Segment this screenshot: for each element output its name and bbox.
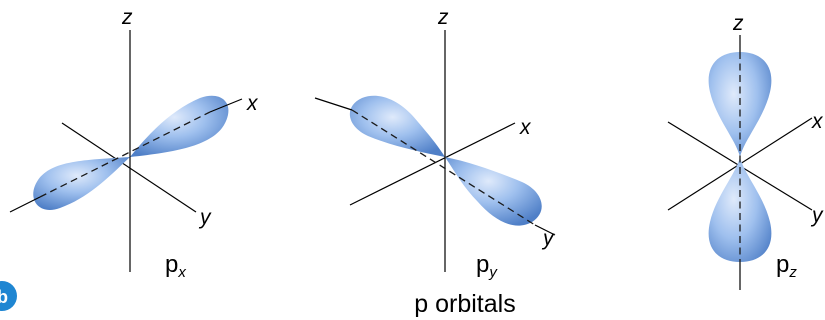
px-x-label: x bbox=[246, 92, 259, 115]
py-lobe-negative bbox=[349, 95, 445, 157]
py-x-label: x bbox=[519, 116, 532, 139]
pz-lobe-negative bbox=[708, 157, 772, 262]
panel-badge: b bbox=[0, 281, 17, 311]
panel-px: z x y px bbox=[9, 6, 259, 281]
py-z-label: z bbox=[437, 6, 449, 29]
py-y-axis-dashed bbox=[351, 109, 536, 226]
py-x-axis bbox=[349, 122, 516, 206]
px-y-label: y bbox=[198, 206, 212, 229]
pz-x-label: x bbox=[811, 110, 824, 133]
px-lobe-positive bbox=[130, 95, 229, 157]
panel-pz: z x y pz bbox=[667, 12, 824, 290]
px-orbital-label: px bbox=[165, 251, 186, 281]
badge-circle bbox=[0, 281, 17, 311]
py-y-axis-end bbox=[534, 224, 556, 236]
pz-z-label: z bbox=[732, 12, 744, 35]
diagram-caption: p orbitals bbox=[414, 290, 515, 318]
panel-py: z x y py bbox=[314, 6, 556, 281]
py-y-axis-start bbox=[314, 97, 353, 111]
py-lobe-positive bbox=[445, 157, 542, 226]
px-x-axis-dashed bbox=[39, 111, 211, 198]
px-y-axis bbox=[61, 122, 197, 213]
px-z-label: z bbox=[121, 6, 133, 29]
pz-y-label: y bbox=[810, 204, 824, 227]
py-y-label: y bbox=[541, 227, 555, 250]
px-x-axis-end bbox=[209, 98, 243, 113]
px-x-axis-start bbox=[9, 196, 41, 213]
pz-orbital-label: pz bbox=[776, 251, 797, 281]
badge-letter: b bbox=[0, 287, 8, 307]
px-lobe-negative bbox=[33, 157, 131, 210]
py-orbital-label: py bbox=[476, 251, 498, 281]
